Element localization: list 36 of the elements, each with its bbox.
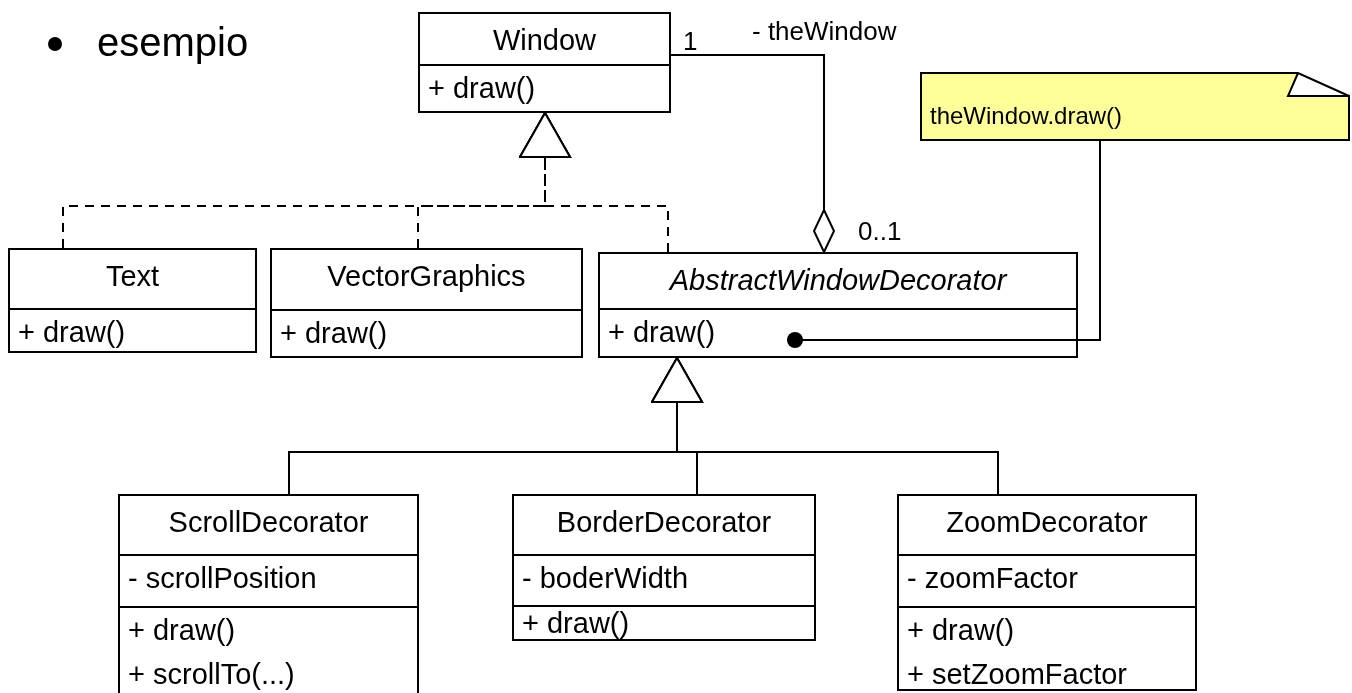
aggregation-line — [670, 54, 835, 253]
class-name: VectorGraphics — [327, 259, 526, 294]
class-name: AbstractWindowDecorator — [669, 263, 1007, 298]
note-text: theWindow.draw() — [930, 101, 1123, 131]
class-name: ScrollDecorator — [168, 505, 369, 540]
attribute-text: - zoomFactor — [907, 561, 1078, 596]
class-box — [897, 494, 1197, 691]
multiplicity-label: 1 — [683, 25, 698, 58]
class-box — [512, 494, 816, 641]
note-box — [920, 72, 1350, 141]
operation-text: + draw() — [907, 613, 1015, 648]
role-label: - theWindow — [752, 15, 897, 48]
attribute-text: - boderWidth — [522, 561, 688, 596]
operation-text: + draw() — [280, 316, 388, 351]
operation-text: + scrollTo(...) — [128, 657, 295, 692]
operation-text: + draw() — [428, 71, 536, 106]
class-box — [418, 12, 671, 113]
generalization-arrow — [651, 357, 999, 495]
class-name: Window — [492, 23, 597, 58]
operation-text: + draw() — [608, 315, 716, 350]
multiplicity-label: 0..1 — [858, 215, 902, 248]
class-name: BorderDecorator — [556, 505, 772, 540]
class-box — [598, 252, 1078, 358]
attribute-text: - scrollPosition — [128, 561, 317, 596]
operation-text: + draw() — [128, 613, 236, 648]
class-box — [118, 494, 419, 693]
bullet-text: esempio — [97, 19, 249, 66]
class-box — [270, 248, 583, 358]
operation-text: + setZoomFactor — [907, 657, 1127, 692]
class-box — [8, 248, 257, 353]
class-name: Text — [105, 259, 160, 294]
operation-text: + draw() — [522, 607, 630, 639]
class-name: ZoomDecorator — [946, 505, 1148, 540]
realization-arrow — [519, 112, 669, 253]
operation-text: + draw() — [18, 315, 126, 350]
note-connector — [787, 140, 1101, 348]
